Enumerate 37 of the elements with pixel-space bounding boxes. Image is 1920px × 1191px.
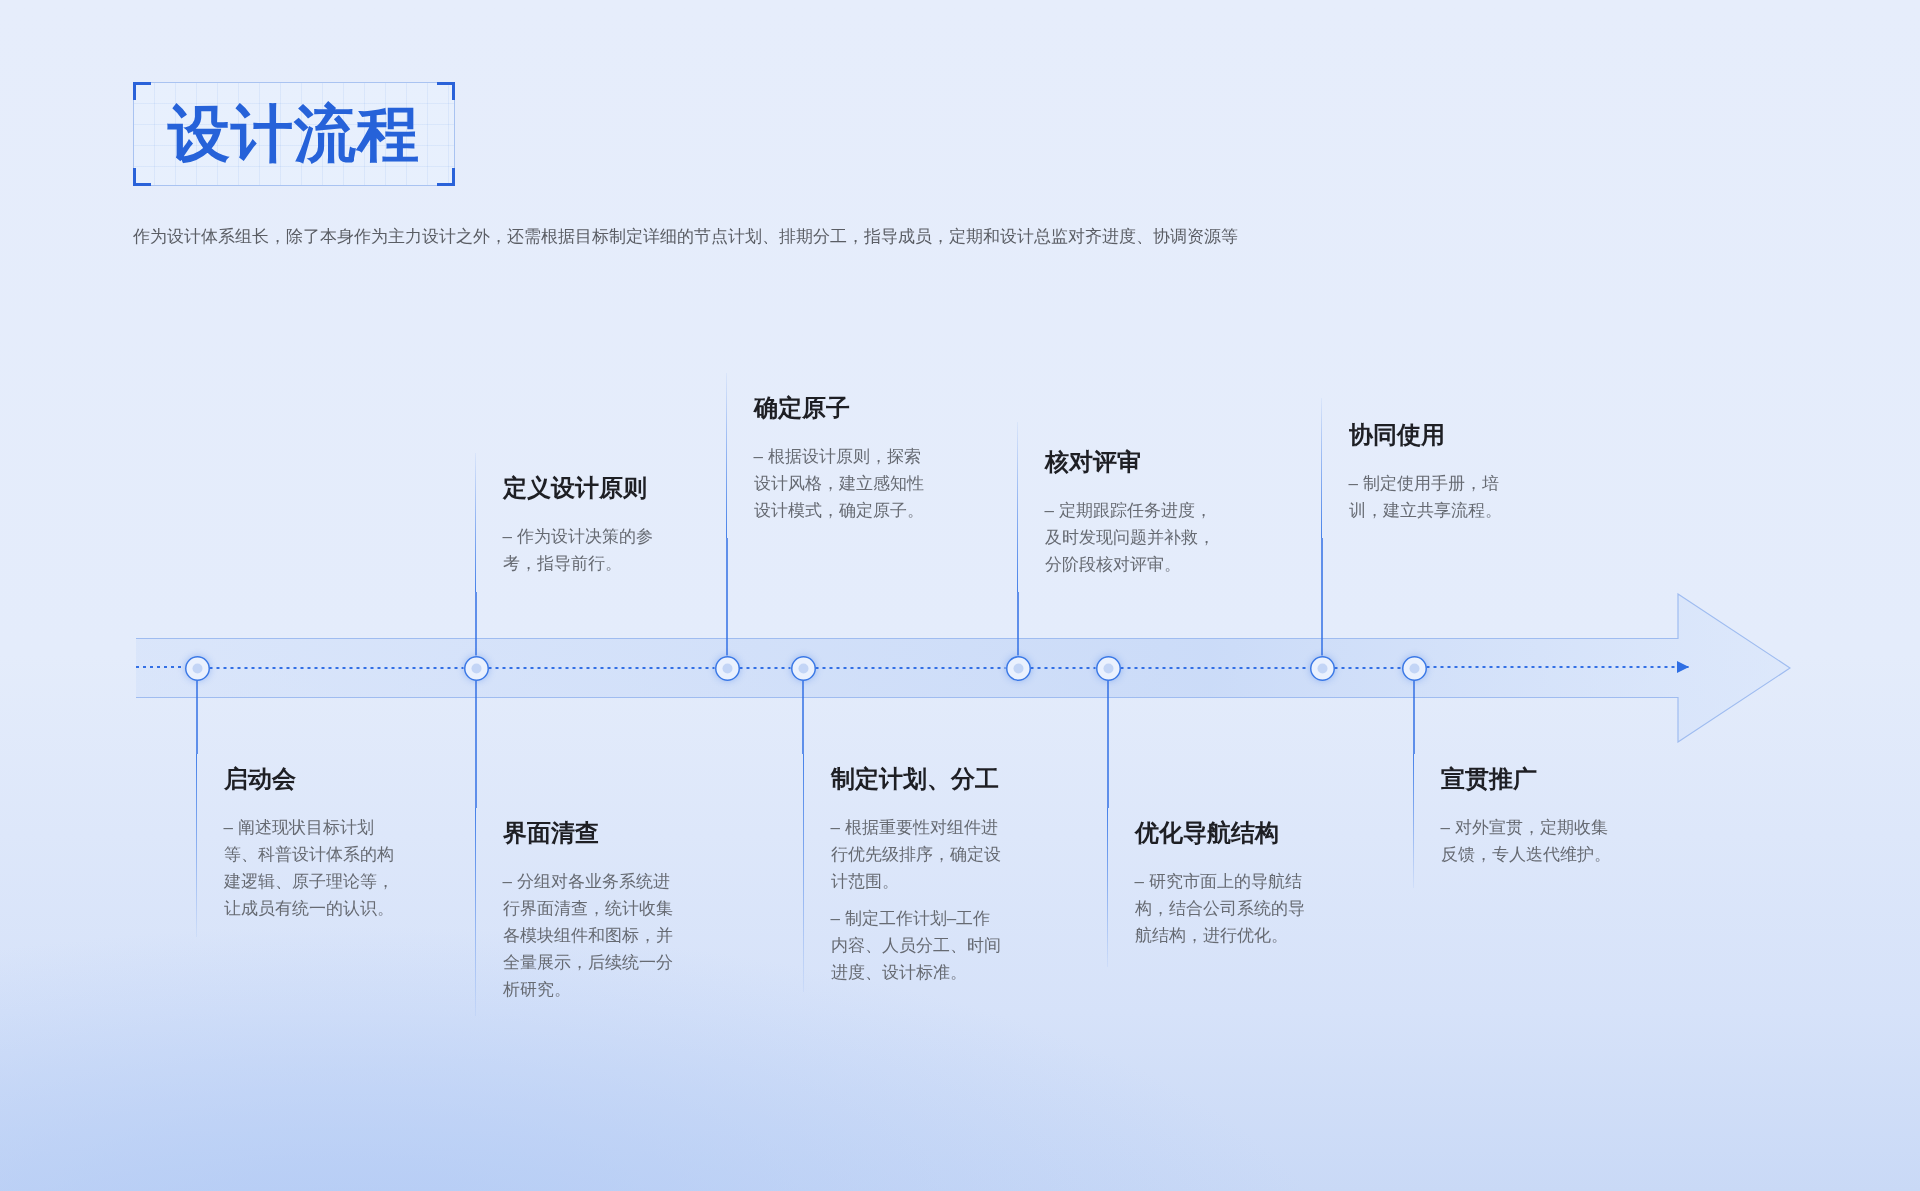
connector-line: [1017, 591, 1019, 657]
connector-line: [475, 591, 477, 657]
milestone-heading: 制定计划、分工: [830, 764, 999, 794]
milestone-description: – 阐述现状目标计划等、科普设计体系的构建逻辑、原子理论等，让成员有统一的认识。: [223, 817, 395, 920]
dotted-line: [739, 666, 791, 670]
milestone-description: – 根据重要性对组件进行优先级排序，确定设计范围。: [830, 817, 1002, 893]
arrow: [1426, 661, 1689, 673]
connector-line: [475, 679, 477, 809]
milestone-description: – 制定工作计划–工作内容、人员分工、时间进度、设计标准。: [830, 908, 1002, 984]
connector-line: [1107, 679, 1109, 809]
milestone-description: – 作为设计决策的参考，指导前行。: [502, 526, 654, 575]
milestone-heading: 宣贯推广: [1440, 764, 1537, 794]
connector-line: [1413, 679, 1415, 755]
milestone-heading: 确定原子: [753, 393, 850, 423]
title: 设计流程: [168, 98, 420, 170]
connector-line: [1321, 537, 1323, 657]
connector-line: [726, 537, 728, 657]
milestone-heading: 启动会: [223, 764, 296, 794]
milestone-description: – 定期跟踪任务进度，及时发现问题并补救，分阶段核对评审。: [1044, 500, 1216, 576]
milestone-description: – 分组对各业务系统进行界面清查，统计收集各模块组件和图标，并全量展示，后续统一分析研究。: [502, 871, 674, 1001]
milestone-description: – 根据设计原则，探索设计风格，建立感知性设计模式，确定原子。: [753, 446, 925, 522]
dotted-line: [1030, 666, 1096, 670]
connector-line: [802, 679, 804, 755]
arrow-band: [135, 593, 1791, 743]
dotted-line: [1334, 666, 1402, 670]
subtitle: 作为设计体系组长，除了本身作为主力设计之外，还需根据目标制定详细的节点计划、排期分工，指导成员，定期和设计总监对齐进度、协调资源等: [133, 226, 1238, 248]
milestone-description: – 对外宣贯，定期收集反馈，专人迭代维护。: [1440, 817, 1612, 866]
milestone-heading: 核对评审: [1044, 447, 1141, 477]
milestone-heading: 定义设计原则: [502, 473, 647, 503]
milestone-description: – 研究市面上的导航结构，结合公司系统的导航结构，进行优化。: [1134, 871, 1306, 947]
milestone-description: – 制定使用手册，培训，建立共享流程。: [1348, 473, 1503, 522]
milestone-heading: 界面清查: [502, 818, 599, 848]
milestone-heading: 协同使用: [1348, 420, 1445, 450]
dotted-line: [209, 666, 464, 670]
dotted-line: [488, 666, 715, 670]
milestone-heading: 优化导航结构: [1134, 818, 1279, 848]
connector-line: [196, 679, 198, 755]
